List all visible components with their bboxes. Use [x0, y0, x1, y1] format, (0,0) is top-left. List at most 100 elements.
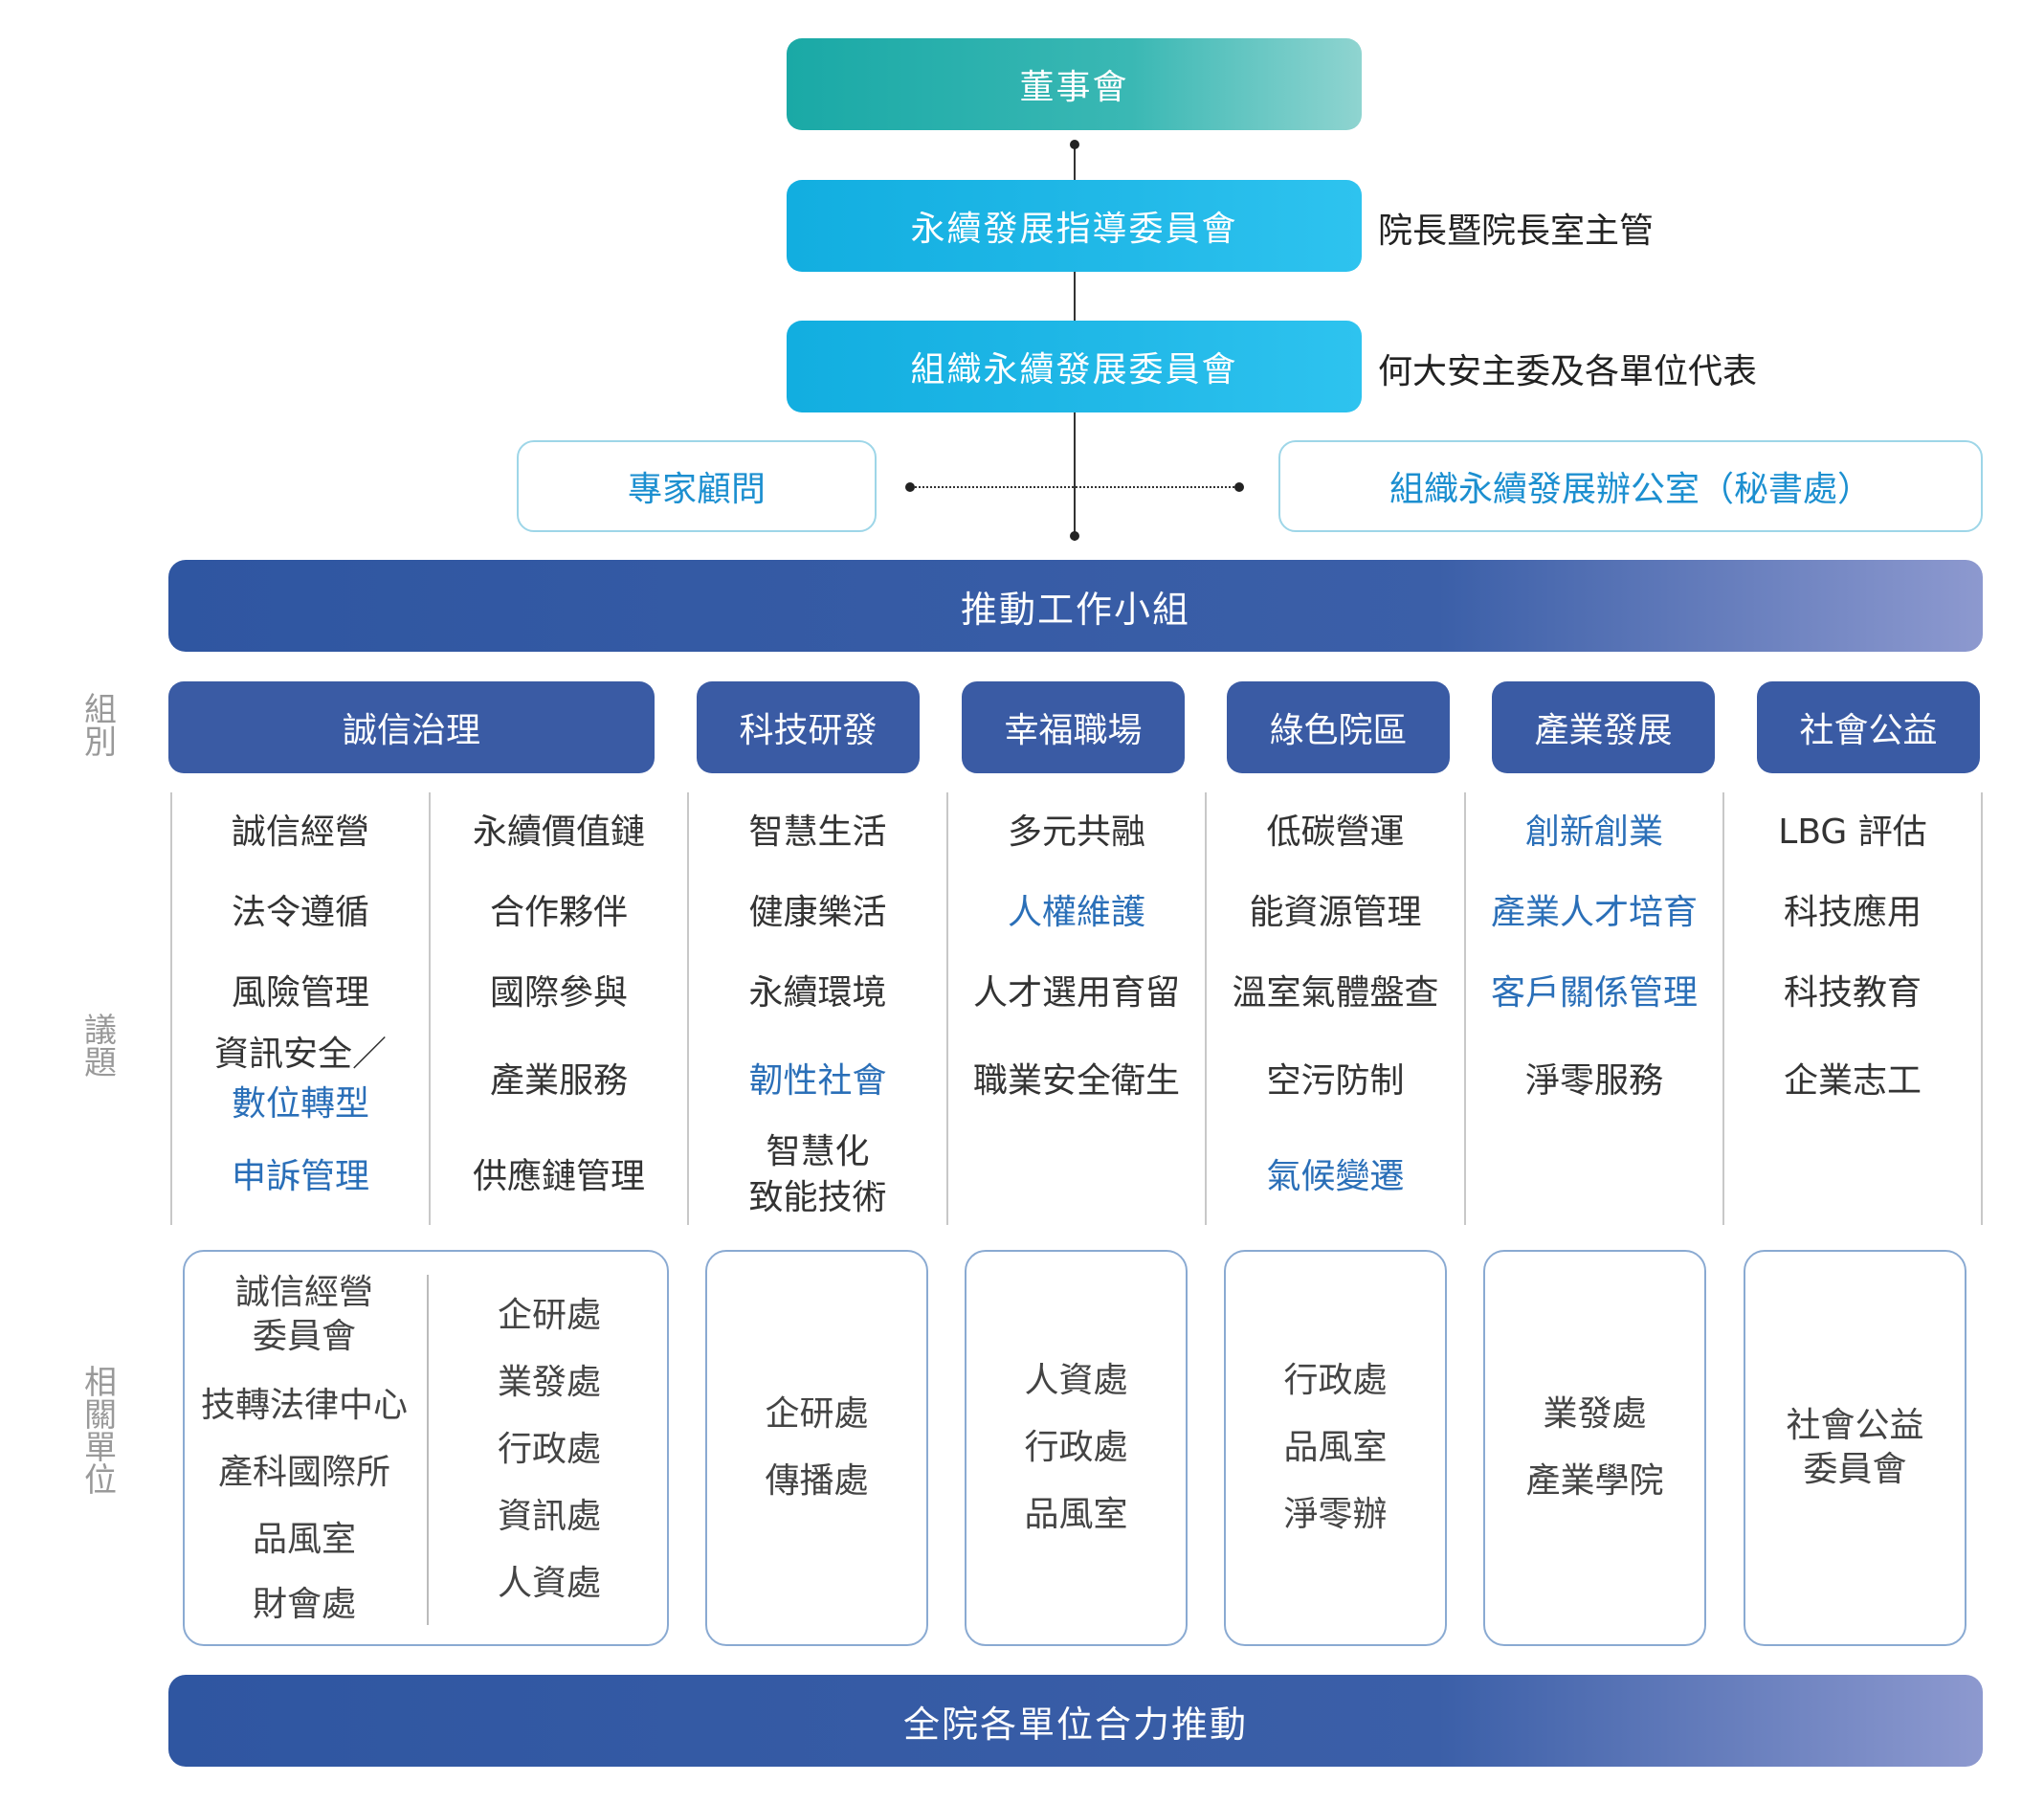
connector-dot-bottom [1070, 531, 1079, 541]
category-happy-workplace: 幸福職場 [962, 681, 1185, 773]
issue-item: 多元共融 [1007, 813, 1145, 852]
category-label: 誠信治理 [342, 711, 480, 750]
steering-committee-note: 院長暨院長室主管 [1378, 212, 1655, 251]
unit-item: 行政處 [1024, 1428, 1128, 1467]
unit-box-industry-development: 業發處 產業學院 [1483, 1250, 1706, 1646]
issue-item-highlight: 人權維護 [1007, 893, 1145, 932]
task-force-label: 推動工作小組 [960, 588, 1190, 631]
issue-item: 科技教育 [1783, 973, 1922, 1013]
issue-item: 溫室氣體盤查 [1232, 973, 1439, 1013]
issue-item-highlight: 創新創業 [1524, 813, 1663, 852]
unit-item: 品風室 [1283, 1428, 1388, 1467]
issue-item: 能資源管理 [1249, 893, 1422, 932]
unit-item: 社會公益 委員會 [1786, 1406, 1924, 1489]
board-label: 董事會 [1019, 68, 1129, 107]
sustainability-office-box: 組織永續發展辦公室（秘書處） [1278, 440, 1983, 532]
org-committee-note: 何大安主委及各單位代表 [1378, 352, 1758, 391]
connector-dot-right [1234, 482, 1244, 492]
connector-dot-left [905, 482, 915, 492]
issue-divider [1981, 792, 1983, 1225]
issue-item-highlight: 數位轉型 [231, 1084, 369, 1124]
group-side-label: 組 別 [84, 691, 117, 762]
category-label: 社會公益 [1799, 711, 1938, 750]
issue-item: 合作夥伴 [489, 893, 628, 932]
unit-item: 產科國際所 [217, 1453, 390, 1492]
issue-divider [1464, 792, 1466, 1225]
issue-item: 智慧化 致能技術 [748, 1132, 887, 1217]
category-technology-rd: 科技研發 [697, 681, 920, 773]
expert-advisor-label: 專家顧問 [627, 470, 766, 509]
issue-item: 產業服務 [489, 1061, 628, 1101]
unit-box-divider [427, 1275, 429, 1625]
all-units-bar: 全院各單位合力推動 [168, 1675, 1983, 1767]
unit-item: 人資處 [497, 1564, 601, 1603]
issue-item: 低碳營運 [1266, 813, 1405, 852]
issue-item: 誠信經營 [231, 813, 369, 852]
all-units-label: 全院各單位合力推動 [902, 1703, 1248, 1746]
unit-item: 業發處 [497, 1363, 601, 1402]
issue-item: 國際參與 [489, 973, 628, 1013]
board-box: 董事會 [787, 38, 1362, 130]
expert-advisor-box: 專家顧問 [517, 440, 877, 532]
category-label: 產業發展 [1534, 711, 1673, 750]
issue-item: LBG 評估 [1778, 813, 1927, 852]
issue-divider [1205, 792, 1207, 1225]
unit-box-technology-rd: 企研處 傳播處 [705, 1250, 928, 1646]
steering-committee-box: 永續發展指導委員會 [787, 180, 1362, 272]
category-label: 幸福職場 [1004, 711, 1143, 750]
unit-box-happy-workplace: 人資處 行政處 品風室 [965, 1250, 1188, 1646]
org-committee-label: 組織永續發展委員會 [910, 350, 1238, 390]
unit-item: 企研處 [765, 1394, 869, 1434]
category-integrity: 誠信治理 [168, 681, 655, 773]
issue-divider [1722, 792, 1724, 1225]
issue-item: 淨零服務 [1524, 1061, 1663, 1101]
connector-dot-top [1070, 140, 1079, 149]
unit-item: 企研處 [497, 1296, 601, 1335]
issue-item: 永續環境 [748, 973, 887, 1013]
issue-item: 資訊安全／ [213, 1035, 387, 1074]
unit-item: 業發處 [1543, 1394, 1647, 1434]
task-force-bar: 推動工作小組 [168, 560, 1983, 652]
issue-item: 法令遵循 [231, 893, 369, 932]
issue-divider [429, 792, 431, 1225]
units-side-label: 相 關 單 位 [84, 1364, 117, 1500]
issue-item: 空污防制 [1266, 1061, 1405, 1101]
unit-item: 誠信經營 委員會 [234, 1273, 373, 1356]
dotted-connector [912, 486, 1242, 488]
issue-item: 永續價值鏈 [472, 813, 645, 852]
unit-item: 行政處 [497, 1430, 601, 1469]
issue-item-highlight: 氣候變遷 [1266, 1157, 1405, 1196]
unit-item: 財會處 [252, 1585, 356, 1624]
issue-item: 人才選用育留 [972, 973, 1180, 1013]
issue-item: 供應鏈管理 [472, 1157, 645, 1196]
issue-item-highlight: 韌性社會 [748, 1061, 887, 1101]
issue-item-highlight: 客戶關係管理 [1490, 973, 1698, 1013]
category-label: 綠色院區 [1269, 711, 1408, 750]
issue-item: 企業志工 [1783, 1061, 1922, 1101]
unit-item: 產業學院 [1525, 1461, 1664, 1501]
issue-item-highlight: 申訴管理 [231, 1157, 369, 1196]
unit-item: 人資處 [1024, 1361, 1128, 1400]
unit-item: 行政處 [1283, 1361, 1388, 1400]
issues-side-label: 議 題 [84, 1012, 117, 1082]
issue-divider [946, 792, 948, 1225]
issue-divider [170, 792, 172, 1225]
unit-item: 傳播處 [765, 1461, 869, 1501]
unit-item: 品風室 [252, 1520, 356, 1559]
sustainability-office-label: 組織永續發展辦公室（秘書處） [1389, 470, 1872, 509]
issue-item: 健康樂活 [748, 893, 887, 932]
unit-box-social-welfare: 社會公益 委員會 [1744, 1250, 1966, 1646]
issue-item: 科技應用 [1783, 893, 1922, 932]
unit-item: 品風室 [1024, 1495, 1128, 1534]
category-label: 科技研發 [739, 711, 878, 750]
issue-item: 職業安全衛生 [972, 1061, 1180, 1101]
category-social-welfare: 社會公益 [1757, 681, 1980, 773]
issue-divider [687, 792, 689, 1225]
unit-item: 技轉法律中心 [200, 1386, 408, 1425]
issue-item: 風險管理 [231, 973, 369, 1013]
org-committee-box: 組織永續發展委員會 [787, 321, 1362, 412]
issue-item: 智慧生活 [748, 813, 887, 852]
unit-item: 資訊處 [497, 1497, 601, 1536]
unit-box-green-campus: 行政處 品風室 淨零辦 [1224, 1250, 1447, 1646]
category-industry-development: 產業發展 [1492, 681, 1715, 773]
